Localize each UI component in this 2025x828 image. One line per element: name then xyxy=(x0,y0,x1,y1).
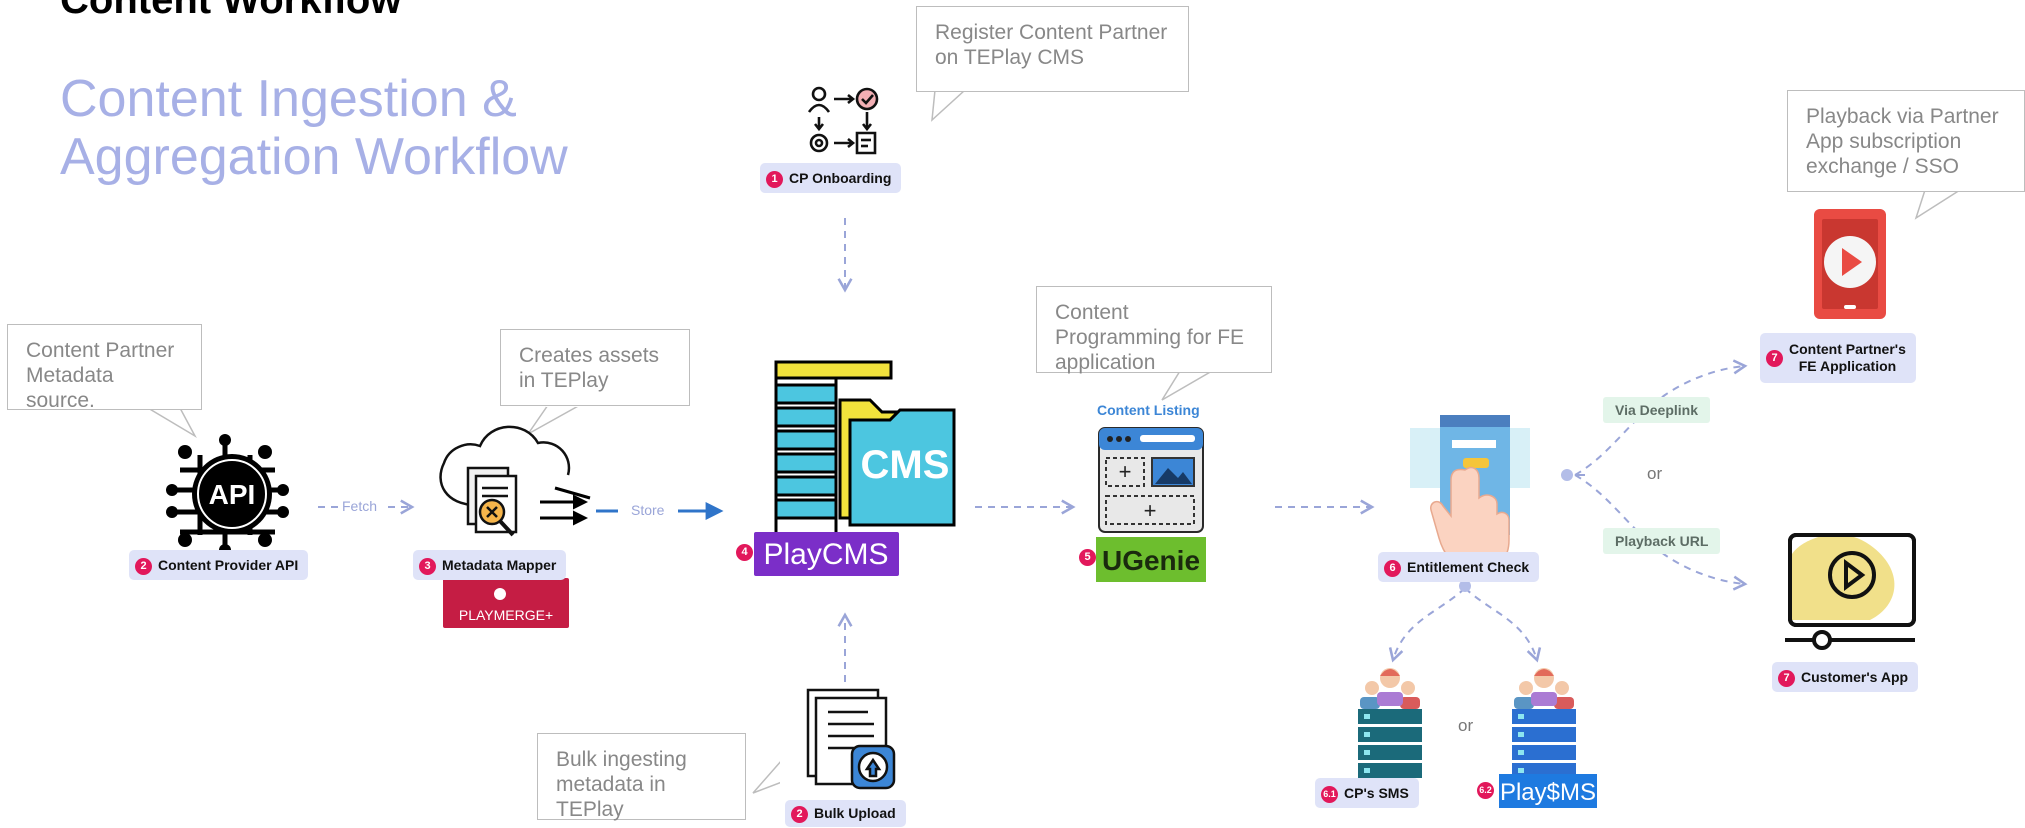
or-label-playback: or xyxy=(1647,464,1663,483)
node-label: Metadata Mapper xyxy=(442,557,557,573)
node-label: Entitlement Check xyxy=(1407,559,1530,575)
play-sms-logo: Play$MS xyxy=(1499,774,1597,808)
entitlement-check-icon xyxy=(1410,415,1530,569)
callout-playback-partner: Playback via Partner App subscription ex… xyxy=(1787,90,2025,192)
edge-label-via-deeplink: Via Deeplink xyxy=(1603,397,1711,423)
edge-to-cp-sms xyxy=(1388,587,1466,663)
svg-text:+: + xyxy=(1144,498,1157,523)
svg-text:PlayCMS: PlayCMS xyxy=(763,538,888,571)
edge-label-playback-url: Playback URL xyxy=(1603,528,1721,554)
onboarding-flow-icon xyxy=(807,86,879,155)
play-sms-icon xyxy=(1512,668,1576,778)
node-label: CP Onboarding xyxy=(789,170,892,186)
callout-metadata-source: Content Partner Metadata source. xyxy=(7,324,202,412)
callout-content-programming: Content Programming for FE application xyxy=(1036,286,1272,374)
callout-bulk: Bulk ingesting metadata in TEPlay xyxy=(537,733,746,821)
step-badge: 6 xyxy=(1384,559,1401,577)
playcms-logo: PlayCMS xyxy=(754,532,899,576)
node-metadata-mapper[interactable]: 3 Metadata Mapper xyxy=(413,550,567,580)
svg-text:PLAYMERGE+: PLAYMERGE+ xyxy=(459,607,553,623)
monitor-play-icon xyxy=(1785,533,1916,650)
node-cp-sms[interactable]: 6.1 CP's SMS xyxy=(1315,778,1419,808)
node-label: Bulk Upload xyxy=(814,805,896,821)
svg-text:UGenie: UGenie xyxy=(1102,545,1200,576)
edge-to-customer-app xyxy=(1574,474,1748,591)
edge-to-play-sms xyxy=(1464,587,1542,663)
node-label: Customer's App xyxy=(1801,669,1909,685)
bulk-upload-icon xyxy=(806,688,896,790)
node-playcms[interactable]: 4 xyxy=(736,544,759,562)
node-partner-fe-app[interactable]: 7 Content Partner's FE Application xyxy=(1760,333,1916,383)
node-cp-onboarding[interactable]: 1 CP Onboarding xyxy=(760,163,902,193)
content-listing-icon: + + xyxy=(1098,427,1204,533)
svg-text:Play$MS: Play$MS xyxy=(1500,779,1596,806)
step-badge: 3 xyxy=(419,557,436,575)
content-listing-title: Content Listing xyxy=(1097,402,1200,418)
edge-label-store: Store xyxy=(627,502,669,518)
svg-text:CMS: CMS xyxy=(861,443,950,487)
svg-text:API: API xyxy=(209,479,256,510)
step-badge: 7 xyxy=(1778,669,1795,687)
node-bulk-upload[interactable]: 2 Bulk Upload xyxy=(785,800,906,827)
node-content-provider-api[interactable]: 2 Content Provider API xyxy=(129,550,309,580)
step-badge: 1 xyxy=(766,170,783,188)
page-title: Content Ingestion & Aggregation Workflow xyxy=(60,70,568,186)
or-label-sms: or xyxy=(1458,716,1474,735)
metadata-mapper-icon xyxy=(439,425,591,537)
callout-register: Register Content Partner on TEPlay CMS xyxy=(916,6,1189,92)
step-badge: 5 xyxy=(1079,549,1096,567)
step-badge: 7 xyxy=(1766,349,1783,367)
ugenie-logo: UGenie xyxy=(1096,537,1206,582)
step-badge: 6.2 xyxy=(1477,782,1494,800)
step-badge: 2 xyxy=(135,557,152,575)
cp-sms-icon xyxy=(1358,668,1422,778)
branch-dot xyxy=(1561,469,1573,481)
step-badge: 4 xyxy=(736,544,753,562)
page-heading: Content Workflow xyxy=(60,0,402,22)
svg-text:+: + xyxy=(1119,459,1132,484)
phone-play-icon xyxy=(1814,209,1886,319)
node-label: Content Provider API xyxy=(158,557,299,573)
api-chip-icon: API xyxy=(166,434,289,556)
edge-label-fetch: Fetch xyxy=(338,498,382,514)
branch-dot-sms xyxy=(1459,580,1471,592)
node-entitlement-check[interactable]: 6 Entitlement Check xyxy=(1378,552,1540,582)
node-play-sms[interactable]: 6.2 xyxy=(1477,782,1500,800)
node-customer-app[interactable]: 7 Customer's App xyxy=(1772,662,1919,692)
node-ugenie[interactable]: 5 xyxy=(1079,549,1102,567)
callout-creates-assets: Creates assets in TEPlay xyxy=(500,329,690,406)
connectors xyxy=(318,218,1748,682)
edge-to-partner-app xyxy=(1574,359,1748,476)
node-label: CP's SMS xyxy=(1344,785,1409,801)
node-label: Content Partner's FE Application xyxy=(1789,341,1906,374)
playmerge-logo: PLAYMERGE+ xyxy=(443,578,569,628)
cms-server-icon: CMS xyxy=(774,360,956,536)
step-badge: 6.1 xyxy=(1321,785,1338,803)
step-badge: 2 xyxy=(791,805,808,823)
